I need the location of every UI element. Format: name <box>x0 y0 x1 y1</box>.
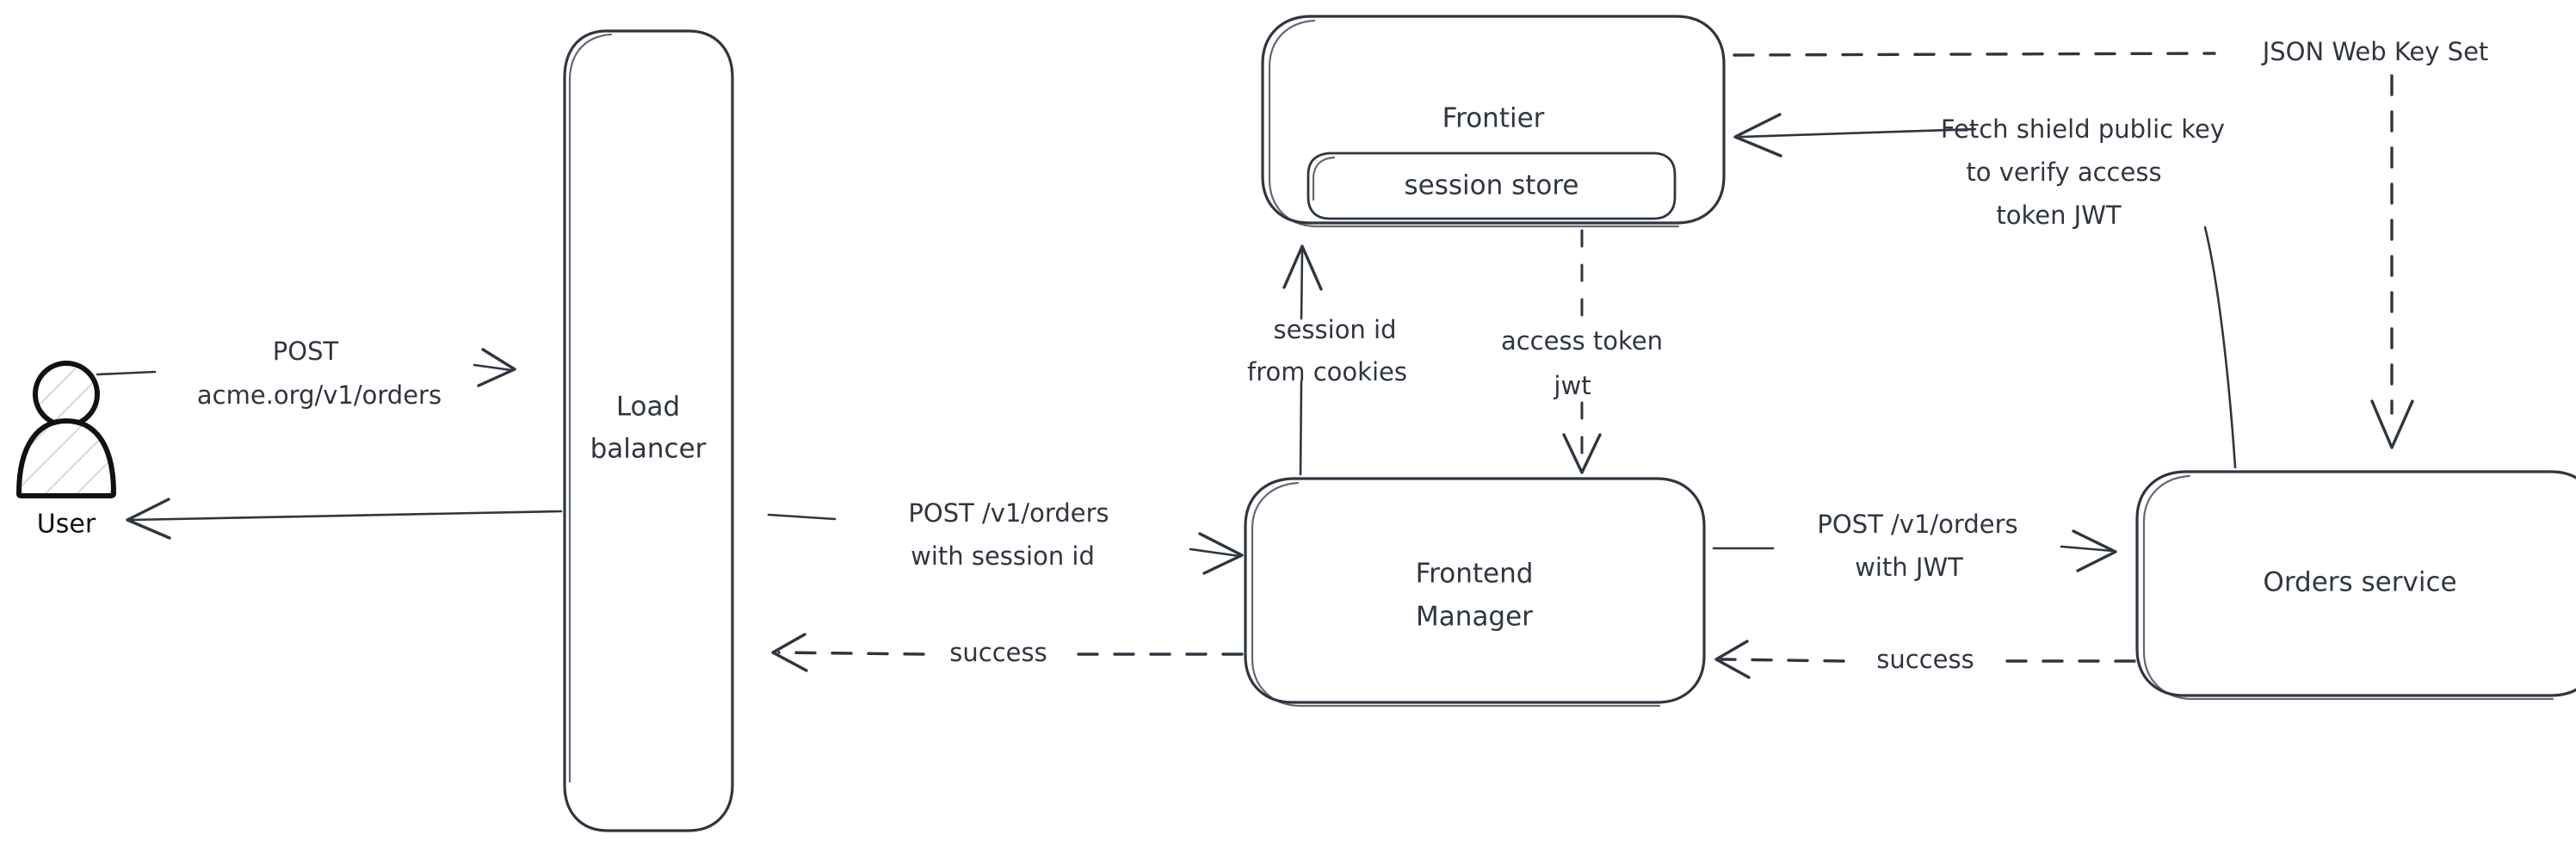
edge-fm-orders-arrowhead <box>2072 529 2117 572</box>
edge-user-lb-arrowhead <box>477 348 516 387</box>
edge-orders-frontier-curve <box>2203 226 2237 469</box>
edge-orders-fm-line-left <box>1720 658 1845 663</box>
load-balancer-box-sketch <box>568 33 613 783</box>
edge-orders-frontier-label-line2: to verify access <box>1966 158 2161 187</box>
edge-orders-fm-label: success <box>1876 645 1974 674</box>
frontier-label: Frontier <box>1442 103 1545 134</box>
edge-fm-orders-label-line1: POST /v1/orders <box>1817 510 2017 539</box>
load-balancer-box <box>563 29 734 832</box>
edge-lb-fm-arrowhead <box>1198 532 1244 575</box>
edge-orders-fm-arrowhead <box>1714 640 1751 679</box>
edge-lb-user-line <box>129 510 563 522</box>
edge-user-lb-label-line1: POST <box>273 337 339 366</box>
edge-user-lb-stub <box>96 370 157 376</box>
edge-frontend-manager-to-orders-service: POST /v1/orders with JWT <box>1712 510 2117 582</box>
edge-lb-fm-label-line2: with session id <box>911 541 1095 571</box>
orders-service-box <box>2135 470 2576 697</box>
load-balancer-label-line1: Load <box>616 392 680 423</box>
node-frontend-manager[interactable]: Frontend Manager <box>1244 477 1706 708</box>
frontend-manager-box-sketch <box>1251 481 1661 708</box>
edge-fm-frontier-line-lower <box>1299 380 1303 476</box>
orders-service-box-sketch <box>2142 474 2554 701</box>
edge-load-balancer-to-frontend-manager: POST /v1/orders with session id <box>767 498 1244 575</box>
edge-user-lb-label-line2: acme.org/v1/orders <box>197 380 442 410</box>
edge-frontend-manager-to-frontier: session id from cookies <box>1247 244 1407 476</box>
frontier-box-sketch <box>1268 19 1680 228</box>
edge-user-to-load-balancer: POST acme.org/v1/orders <box>96 337 516 410</box>
node-orders-service[interactable]: Orders service <box>2135 470 2576 701</box>
person-icon-head <box>33 361 100 428</box>
session-store-box-sketch <box>1312 156 1336 201</box>
edge-user-lb-line <box>473 363 513 372</box>
frontier-session-store[interactable]: session store <box>1307 151 1677 220</box>
load-balancer-label-line2: balancer <box>590 434 707 465</box>
session-store-box <box>1307 151 1677 220</box>
edge-fm-frontier-label-line2: from cookies <box>1247 357 1407 386</box>
edge-fm-orders-line <box>2060 545 2115 553</box>
edge-frontier-orders-line-horizontal <box>1733 52 2216 57</box>
frontend-manager-box <box>1244 477 1706 704</box>
edge-frontier-fm-arrowhead <box>1562 433 1602 474</box>
edge-fm-lb-line-left <box>777 651 925 656</box>
edge-frontier-fm-label-line2: jwt <box>1553 371 1591 400</box>
edge-lb-user-arrowhead <box>126 498 171 540</box>
edge-load-balancer-to-user <box>126 498 563 540</box>
edge-lb-fm-stub <box>767 513 837 521</box>
edge-orders-frontier-label-line1: Fetch shield public key <box>1941 114 2225 144</box>
frontend-manager-label-line2: Manager <box>1416 602 1533 633</box>
edge-lb-fm-line <box>1189 547 1241 558</box>
edge-fm-frontier-arrowhead <box>1282 244 1323 291</box>
session-store-label: session store <box>1404 170 1578 201</box>
person-icon-body <box>16 418 116 498</box>
edge-orders-frontier-arrowhead <box>1733 113 1782 158</box>
edge-fm-lb-label: success <box>949 638 1047 667</box>
edge-frontier-to-frontend-manager: access token jwt <box>1501 229 1663 474</box>
edge-fm-lb-arrowhead <box>771 633 808 672</box>
edge-frontier-orders-arrowhead <box>2370 399 2414 449</box>
edge-orders-frontier-line <box>1739 127 1977 139</box>
edge-orders-frontier-label-line3: token JWT <box>1996 201 2122 230</box>
edge-frontier-to-orders-service: JSON Web Key Set <box>1733 37 2489 449</box>
frontend-manager-label-line1: Frontend <box>1416 559 1534 590</box>
node-load-balancer[interactable]: Load balancer <box>563 29 734 832</box>
edge-frontier-fm-label-line1: access token <box>1501 326 1663 355</box>
edge-fm-frontier-label-line1: session id <box>1273 315 1396 344</box>
edge-frontier-orders-label: JSON Web Key Set <box>2261 37 2489 66</box>
node-frontier[interactable]: Frontier session store <box>1261 15 1726 228</box>
edge-frontend-manager-to-load-balancer: success <box>771 633 1244 672</box>
orders-service-label: Orders service <box>2263 567 2456 598</box>
edge-orders-service-to-frontend-manager: success <box>1714 640 2136 679</box>
edge-orders-service-to-frontier: Fetch shield public key to verify access… <box>1733 113 2237 469</box>
edge-fm-frontier-line-upper <box>1300 248 1304 320</box>
actor-user[interactable]: User <box>16 361 116 540</box>
edge-fm-orders-label-line2: with JWT <box>1855 553 1963 582</box>
edge-lb-fm-label-line1: POST /v1/orders <box>908 498 1109 528</box>
actor-user-label: User <box>37 510 96 540</box>
